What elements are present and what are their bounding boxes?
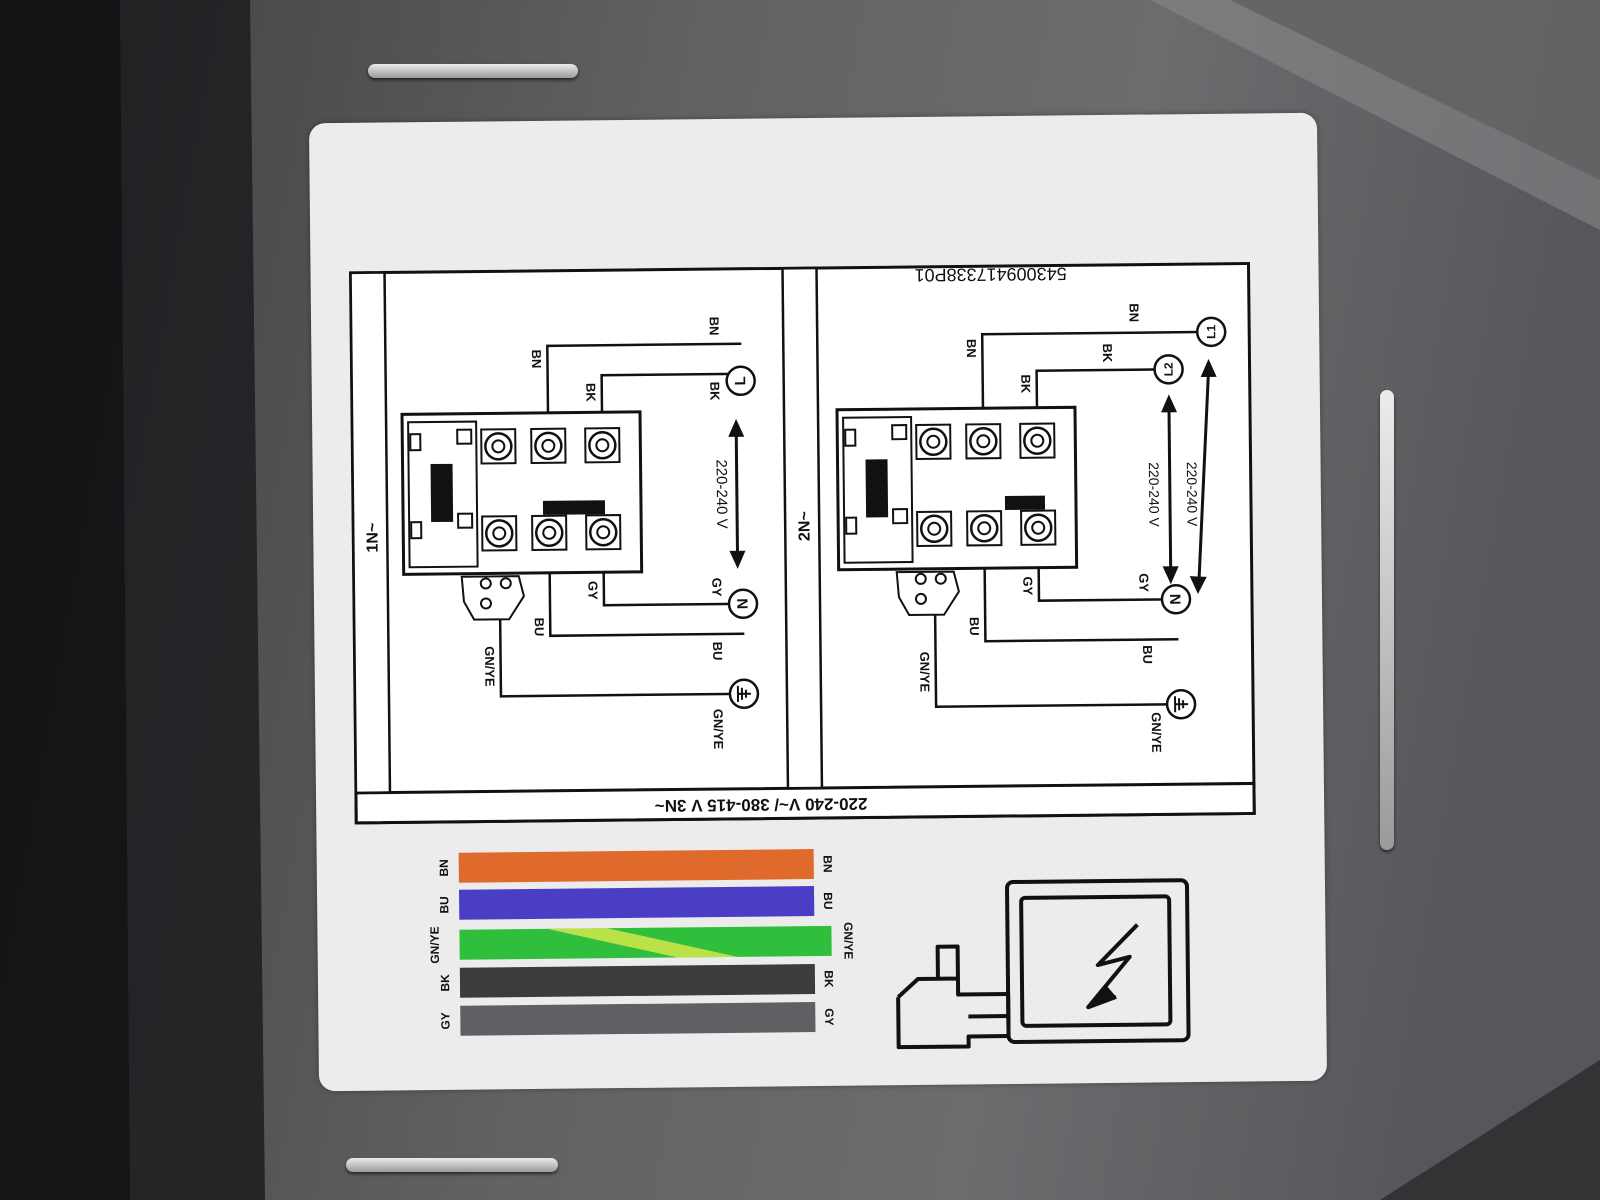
electric-hazard-manual-icon (896, 878, 1191, 1050)
part-number: 543009417338P01 (914, 264, 1066, 286)
color-bar-gy (460, 1002, 816, 1036)
terminal-l1-icon: L1 (1195, 316, 1227, 348)
color-bar-bn (458, 849, 814, 883)
earth-ground-icon (1165, 688, 1197, 720)
wire-2n-top-bk: BK (1018, 374, 1033, 394)
panel-2n-label: 2N~ (796, 511, 813, 541)
wire-1n-bottom-gnye: GN/YE (482, 646, 497, 687)
panel-2n-wires (933, 330, 1210, 709)
color-bar-bk (459, 964, 816, 998)
mounting-slot-top (368, 64, 578, 78)
voltage-arrow-2n-a (1161, 394, 1179, 585)
wire-1n-top-bk: BK (583, 383, 598, 403)
panel-1n-label: 1N~ (364, 523, 381, 553)
color-bar-bu (458, 886, 815, 920)
wire-1n-right-bk: BK (707, 382, 722, 402)
wire-2n-bottom-gy: GY (1020, 576, 1035, 595)
legend-left-bn: BN (437, 859, 451, 876)
wiring-label-sticker: 220-240 V~/ 380-415 V 3N~ 1N~ 2N~ 543009… (308, 112, 1328, 1092)
legend-left-bk: BK (438, 974, 452, 992)
legend-left-gnye: GN/YE (428, 926, 442, 963)
terminal-l-icon: L (725, 365, 756, 397)
wire-1n-top-bn: BN (529, 349, 544, 368)
color-legend-right-labels: BN BU GN/YE BK GY (820, 855, 855, 1025)
panel-2n-header (781, 266, 824, 790)
voltage-1n-label: 220-240 V (713, 459, 731, 528)
wire-1n-bottom-gy: GY (585, 581, 600, 600)
voltage-arrow-2n-b (1189, 358, 1217, 595)
wire-2n-bottom-bu: BU (967, 617, 982, 636)
terminal-n-icon: N (727, 588, 759, 620)
wire-2n-right-gy: GY (1136, 573, 1151, 592)
mounting-slot-right (1380, 390, 1394, 850)
legend-right-gnye: GN/YE (841, 922, 855, 959)
wire-1n-right-bn: BN (707, 317, 722, 336)
wire-color-legend (458, 849, 832, 1036)
legend-right-bk: BK (822, 970, 836, 988)
wiring-diagram: 220-240 V~/ 380-415 V 3N~ 1N~ 2N~ 543009… (349, 261, 1256, 1050)
wire-2n-right-bu: BU (1140, 645, 1155, 664)
legend-right-bu: BU (821, 892, 835, 909)
legend-right-gy: GY (822, 1008, 836, 1025)
wire-1n-bottom-bu: BU (532, 617, 547, 636)
voltage-2n-a-label: 220-240 V (1146, 462, 1163, 527)
terminal-l2-label: L2 (1162, 362, 1176, 376)
wire-1n-right-gy: GY (709, 578, 724, 597)
wire-2n-right-gnye: GN/YE (1149, 712, 1164, 753)
color-legend-left-labels: BN BU GN/YE BK GY (428, 859, 453, 1029)
voltage-2n-b-label: 220-240 V (1184, 462, 1201, 527)
legend-right-bn: BN (820, 855, 834, 872)
wire-1n-right-gnye: GN/YE (711, 709, 726, 750)
terminal-n2-label: N (1167, 594, 1184, 605)
wire-2n-right-bn: BN (1126, 303, 1141, 322)
terminal-block-2n (835, 405, 1079, 617)
terminal-l2-icon: L2 (1153, 354, 1184, 385)
terminal-l1-label: L1 (1204, 324, 1218, 338)
voltage-arrow-1n (728, 418, 746, 569)
mounting-slot-bottom (346, 1158, 558, 1172)
terminal-l-label: L (732, 376, 749, 385)
wire-2n-right-bk: BK (1100, 343, 1115, 363)
terminal-n-label: N (734, 598, 751, 609)
earth-ground-icon (728, 678, 760, 710)
color-bar-gnye-stripe (547, 928, 738, 958)
legend-left-gy: GY (438, 1012, 452, 1029)
panel-1n-header (349, 271, 392, 795)
legend-left-bu: BU (437, 896, 451, 913)
wire-2n-bottom-gnye: GN/YE (917, 652, 932, 693)
terminal-block-1n (400, 410, 644, 621)
panel-1n-wires (498, 342, 745, 698)
wire-2n-top-bn: BN (964, 339, 979, 358)
terminal-n2-icon: N (1160, 584, 1192, 615)
voltage-title: 220-240 V~/ 380-415 V 3N~ (655, 794, 868, 815)
wire-1n-right-bu: BU (710, 642, 725, 661)
